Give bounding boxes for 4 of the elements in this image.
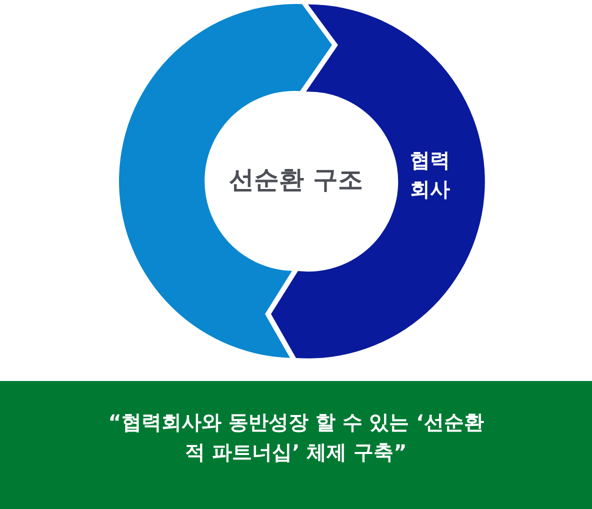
segment-label: 협력 회사	[409, 147, 451, 203]
center-label: 선순환 구조	[228, 164, 364, 196]
banner-box	[0, 381, 592, 509]
banner-text: “협력회사와 동반성장 할 수 있는 ‘선순환적 파트너십’ 체제 구축”	[107, 409, 485, 466]
